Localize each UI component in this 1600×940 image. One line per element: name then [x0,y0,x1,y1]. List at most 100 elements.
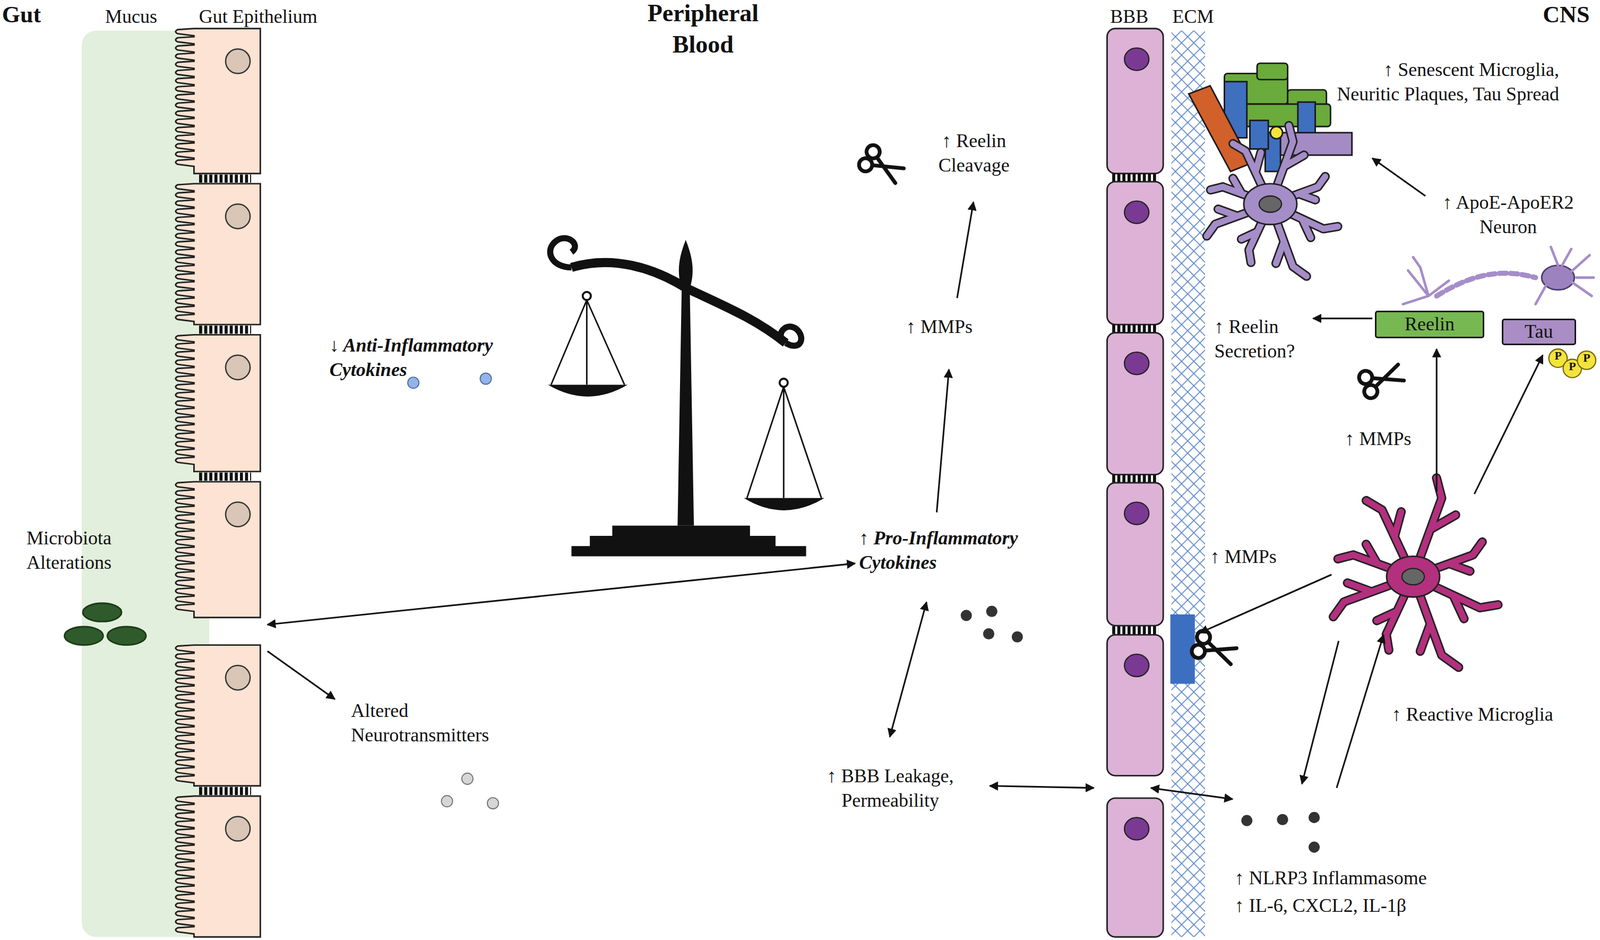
scissors-icon [856,142,1407,670]
epithelial-cell [225,665,251,690]
annotation-label: ↑ Reelin Cleavage [920,128,1028,178]
arrow [267,563,856,625]
balance-scale [746,386,822,498]
endothelial-cell [1106,181,1164,325]
endothelial-cell [1124,816,1149,840]
neuron [1436,272,1536,296]
annotation-label: ↑ Senescent Microglia, Neuritic Plaques,… [1326,57,1560,107]
arrow [936,369,950,513]
pro-inflammatory-cytokine [986,605,998,617]
reactive-microglia [1401,568,1425,585]
endothelial-cell [1124,502,1149,525]
endothelial-cell [1124,47,1149,71]
balance-scale [571,262,787,343]
endothelial-cell [1106,634,1164,776]
balance-scale [780,326,802,346]
arrow [889,601,927,737]
neuron [1403,256,1449,304]
cns-cytokine [1308,811,1320,823]
annotation-label: ↑ BBB Leakage, Permeability [801,763,980,813]
endothelial-cell [1124,201,1149,224]
epithelial-cell [198,472,252,481]
protein-box: Tau [1501,318,1577,346]
endothelial-cell [1106,797,1164,937]
anti-inflammatory-cytokine [407,376,419,389]
annotation-label: Microbiota Alterations [26,525,154,575]
balance-scale [571,525,807,557]
annotation-label: ECM [1172,4,1215,29]
annotation-label: ↑ MMPs [1210,544,1277,569]
neurotransmitter [441,795,453,807]
endothelial-cell [1112,324,1158,333]
scissors-icon [1189,628,1239,670]
arrow [1372,158,1426,196]
annotation-label: BBB [1110,4,1149,29]
annotation-label: ↑ Reactive Microglia [1391,701,1554,727]
annotation-label: ↑ NLRP3 Inflammasome [1234,865,1427,890]
epithelial-cell [225,815,251,841]
pro-inflammatory-cytokine [983,628,995,640]
reactive-microglia [1386,555,1440,597]
annotation-label: Altered Neurotransmitters [350,698,525,747]
phosphate-label: P [1550,349,1567,362]
annotation-label: ↓ Anti-Inflammatory Cytokines [329,332,534,382]
endothelial-cell [1112,173,1158,182]
reactive-microglia [1333,477,1499,668]
phosphate-label: P [1578,351,1596,364]
epithelial-cell [175,795,261,937]
cns-cytokine [1241,814,1253,827]
extracellular-matrix [1171,30,1206,937]
epithelial-cell [225,502,251,527]
microbiota [82,603,122,622]
epithelial-cell [175,28,261,937]
balance-scale [549,237,575,268]
microbiota [107,626,146,645]
phosphate [1577,350,1596,370]
epithelial-cell [198,786,252,795]
microbiota [64,603,146,645]
scissors-icon [856,142,907,188]
endothelial-cell [1112,625,1158,634]
endothelial-cell [1124,351,1149,375]
senescent-microglia [1243,183,1297,225]
epithelial-cell [198,325,252,334]
pro-inflammatory-cytokine [1011,631,1023,643]
epithelial-cell [175,28,261,174]
epithelial-cell [175,183,261,325]
neuritic-plaque [1188,63,1352,172]
section-title: CNS [1542,0,1590,30]
annotation-label: Gut Epithelium [199,4,318,29]
cns-cytokine [1308,841,1320,853]
anti-inflammatory-cytokine [407,372,492,389]
balance-scale [582,291,591,300]
annotation-label: ↑ Pro-Inflammatory Cytokines [858,525,1079,575]
endothelial-cell [1106,28,1164,174]
arrow [1302,640,1339,784]
neuritic-plaque [1270,126,1283,139]
endothelial-cell [1106,332,1164,475]
neuron [1535,246,1595,305]
neuritic-plaque [1188,85,1251,171]
endothelial-cell [1112,474,1158,483]
neurotransmitter [441,772,499,809]
balance-scale [547,384,628,397]
arrow [1313,317,1373,320]
scissors-icon [1357,359,1407,401]
annotation-label: ↑ ApoE-ApoER2 Neuron [1426,190,1590,239]
arrow [267,650,335,699]
endothelial-cell [1106,482,1164,626]
section-title: Peripheral Blood [616,0,790,61]
epithelial-cell [175,481,261,618]
arrow [1336,634,1384,788]
arrow [1150,787,1233,799]
protein-name: Reelin [1404,313,1455,335]
annotation-label: Mucus [105,4,158,29]
pro-inflammatory-cytokine [960,605,1023,643]
senescent-microglia [1259,195,1282,213]
arrow [989,785,1094,788]
balance-scale [743,497,825,511]
epithelial-cell [225,48,251,74]
senescent-microglia [1206,125,1338,277]
